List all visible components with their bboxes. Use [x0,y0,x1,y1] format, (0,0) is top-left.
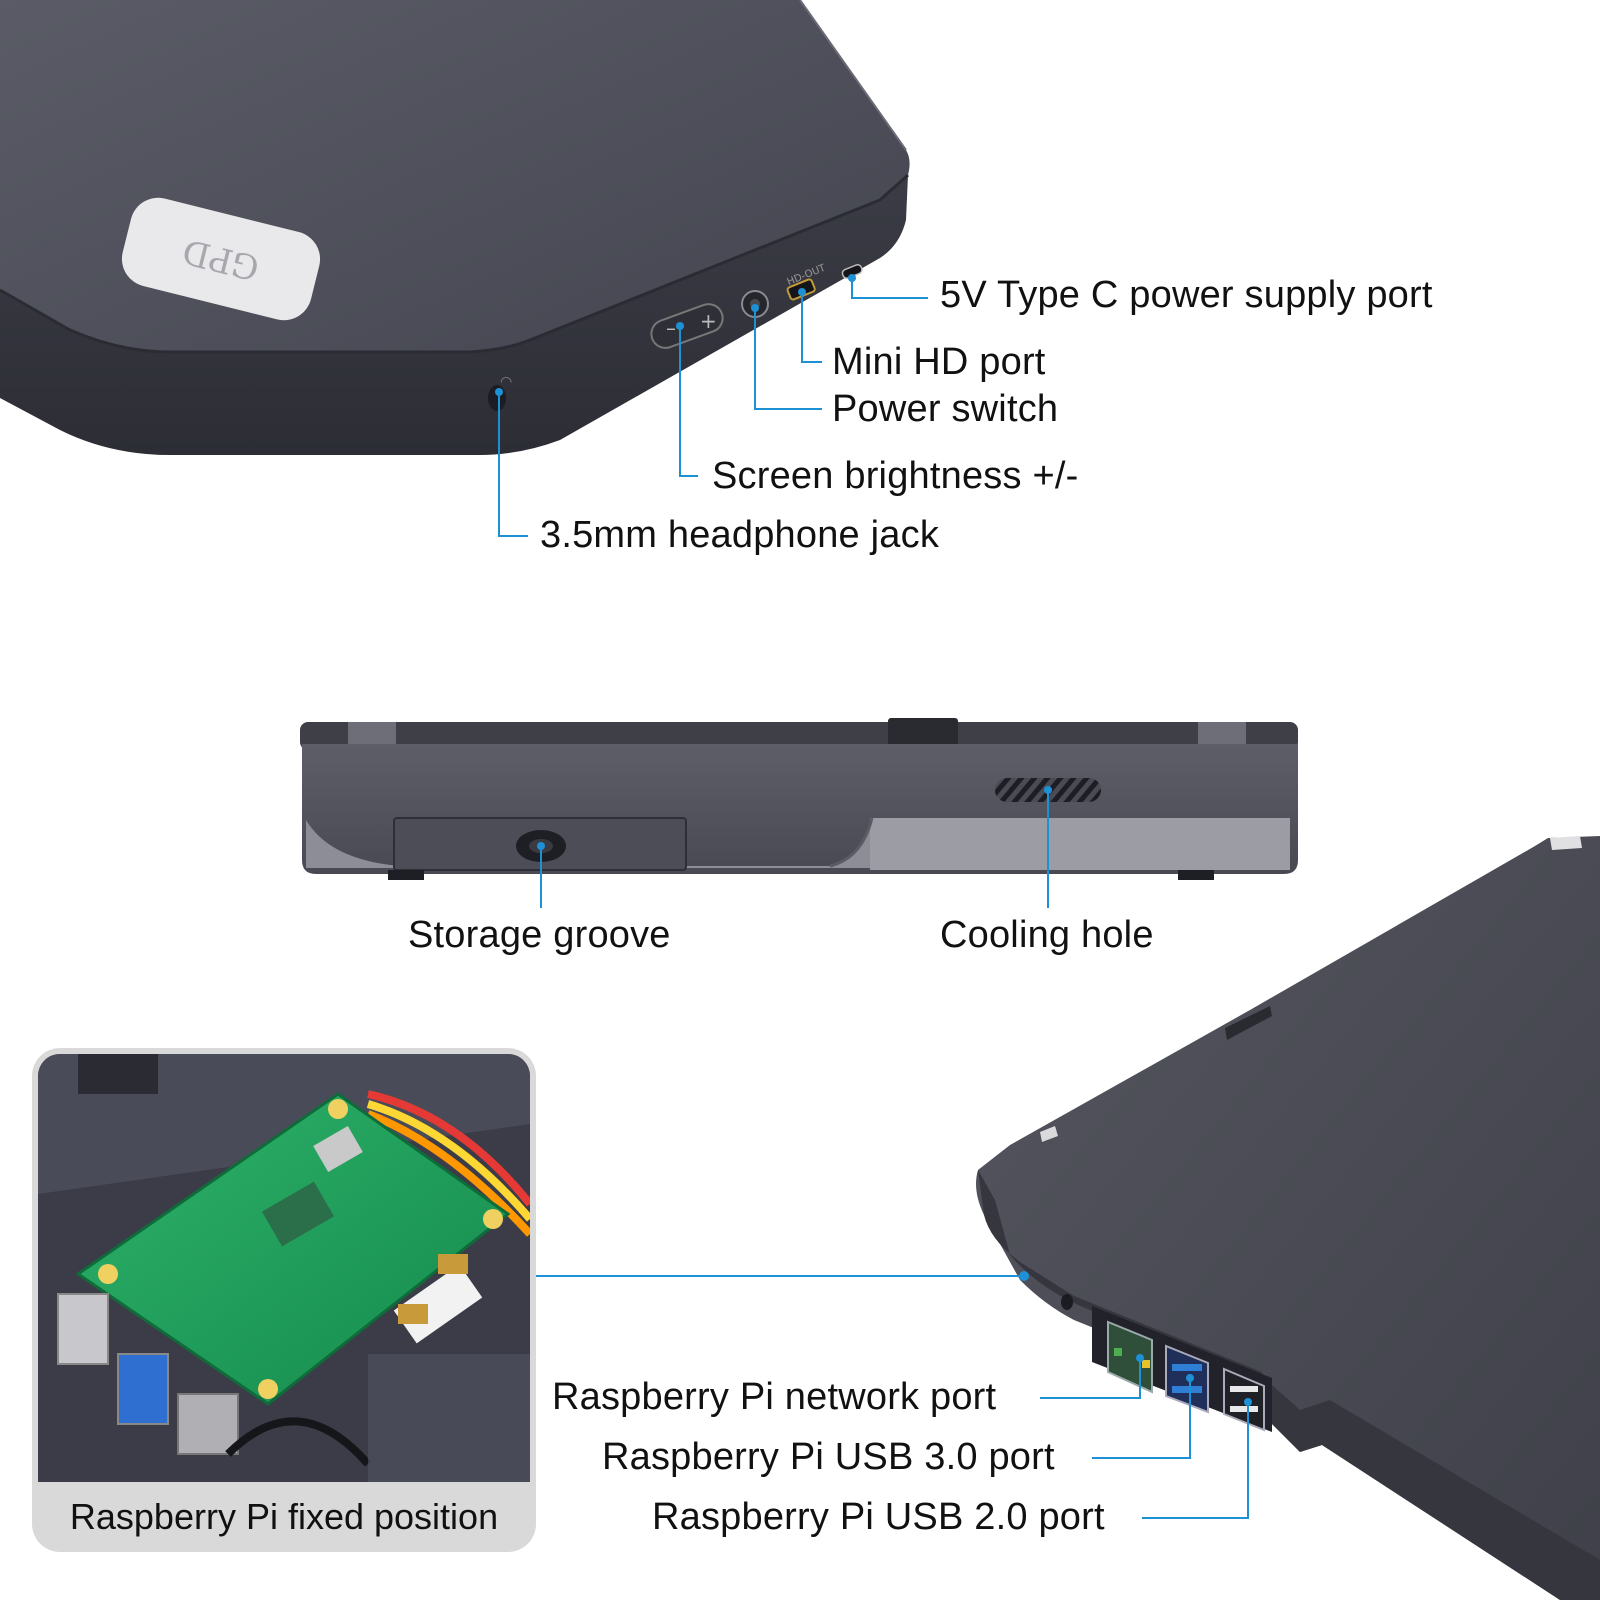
bottom-leaders [536,1275,1249,1519]
label-headphone: 3.5mm headphone jack [540,514,940,556]
leader-power-port [851,278,928,299]
dot-mini-hd [798,288,806,296]
svg-text:◠: ◠ [500,374,512,390]
brightness-rocker-icon: – + [650,303,724,349]
usb2-port-icon [1223,1367,1265,1432]
leader-network [1040,1360,1141,1399]
side-leaders [540,790,1049,908]
logo-badge: GPD [121,197,321,321]
label-usb2-port: Raspberry Pi USB 2.0 port [652,1496,1105,1538]
leader-usb2 [1142,1404,1249,1519]
dot-cooling [1044,786,1052,794]
label-power-port: 5V Type C power supply port [940,274,1433,316]
leader-power-switch [754,310,822,410]
raspberry-pi-photo [38,1054,530,1482]
leader-usb3 [1092,1380,1191,1459]
label-cooling-hole: Cooling hole [940,914,1154,956]
leader-brightness [679,326,698,477]
dot-usb3 [1186,1374,1194,1382]
status-led-icon [1019,1271,1029,1281]
dot-power-switch [751,304,759,312]
label-storage-groove: Storage groove [408,914,671,956]
dot-headphone [495,388,503,396]
top-leaders [498,278,928,537]
label-brightness: Screen brightness +/- [712,455,1079,497]
svg-text:+: + [700,309,717,333]
dot-brightness [676,322,684,330]
device-side-view [300,718,1298,880]
leader-headphone [498,396,528,537]
pcb-board-icon [75,1092,511,1406]
raspberry-pi-inset: Raspberry Pi fixed position [32,1048,536,1552]
inset-caption: Raspberry Pi fixed position [69,1496,499,1537]
label-network-port: Raspberry Pi network port [552,1376,997,1418]
leader-mini-hd [801,296,822,363]
label-power-switch: Power switch [832,388,1059,430]
label-mini-hd: Mini HD port [832,341,1046,383]
svg-text:–: – [666,316,676,340]
device-top-view: GPD ◠ – + HD-OUT [0,0,910,455]
device-bottom-view [976,836,1600,1600]
dot-usb2 [1244,1398,1252,1406]
dot-storage [537,842,545,850]
dot-network [1136,1354,1144,1362]
dot-power-port [848,274,856,282]
label-usb3-port: Raspberry Pi USB 3.0 port [602,1436,1055,1478]
